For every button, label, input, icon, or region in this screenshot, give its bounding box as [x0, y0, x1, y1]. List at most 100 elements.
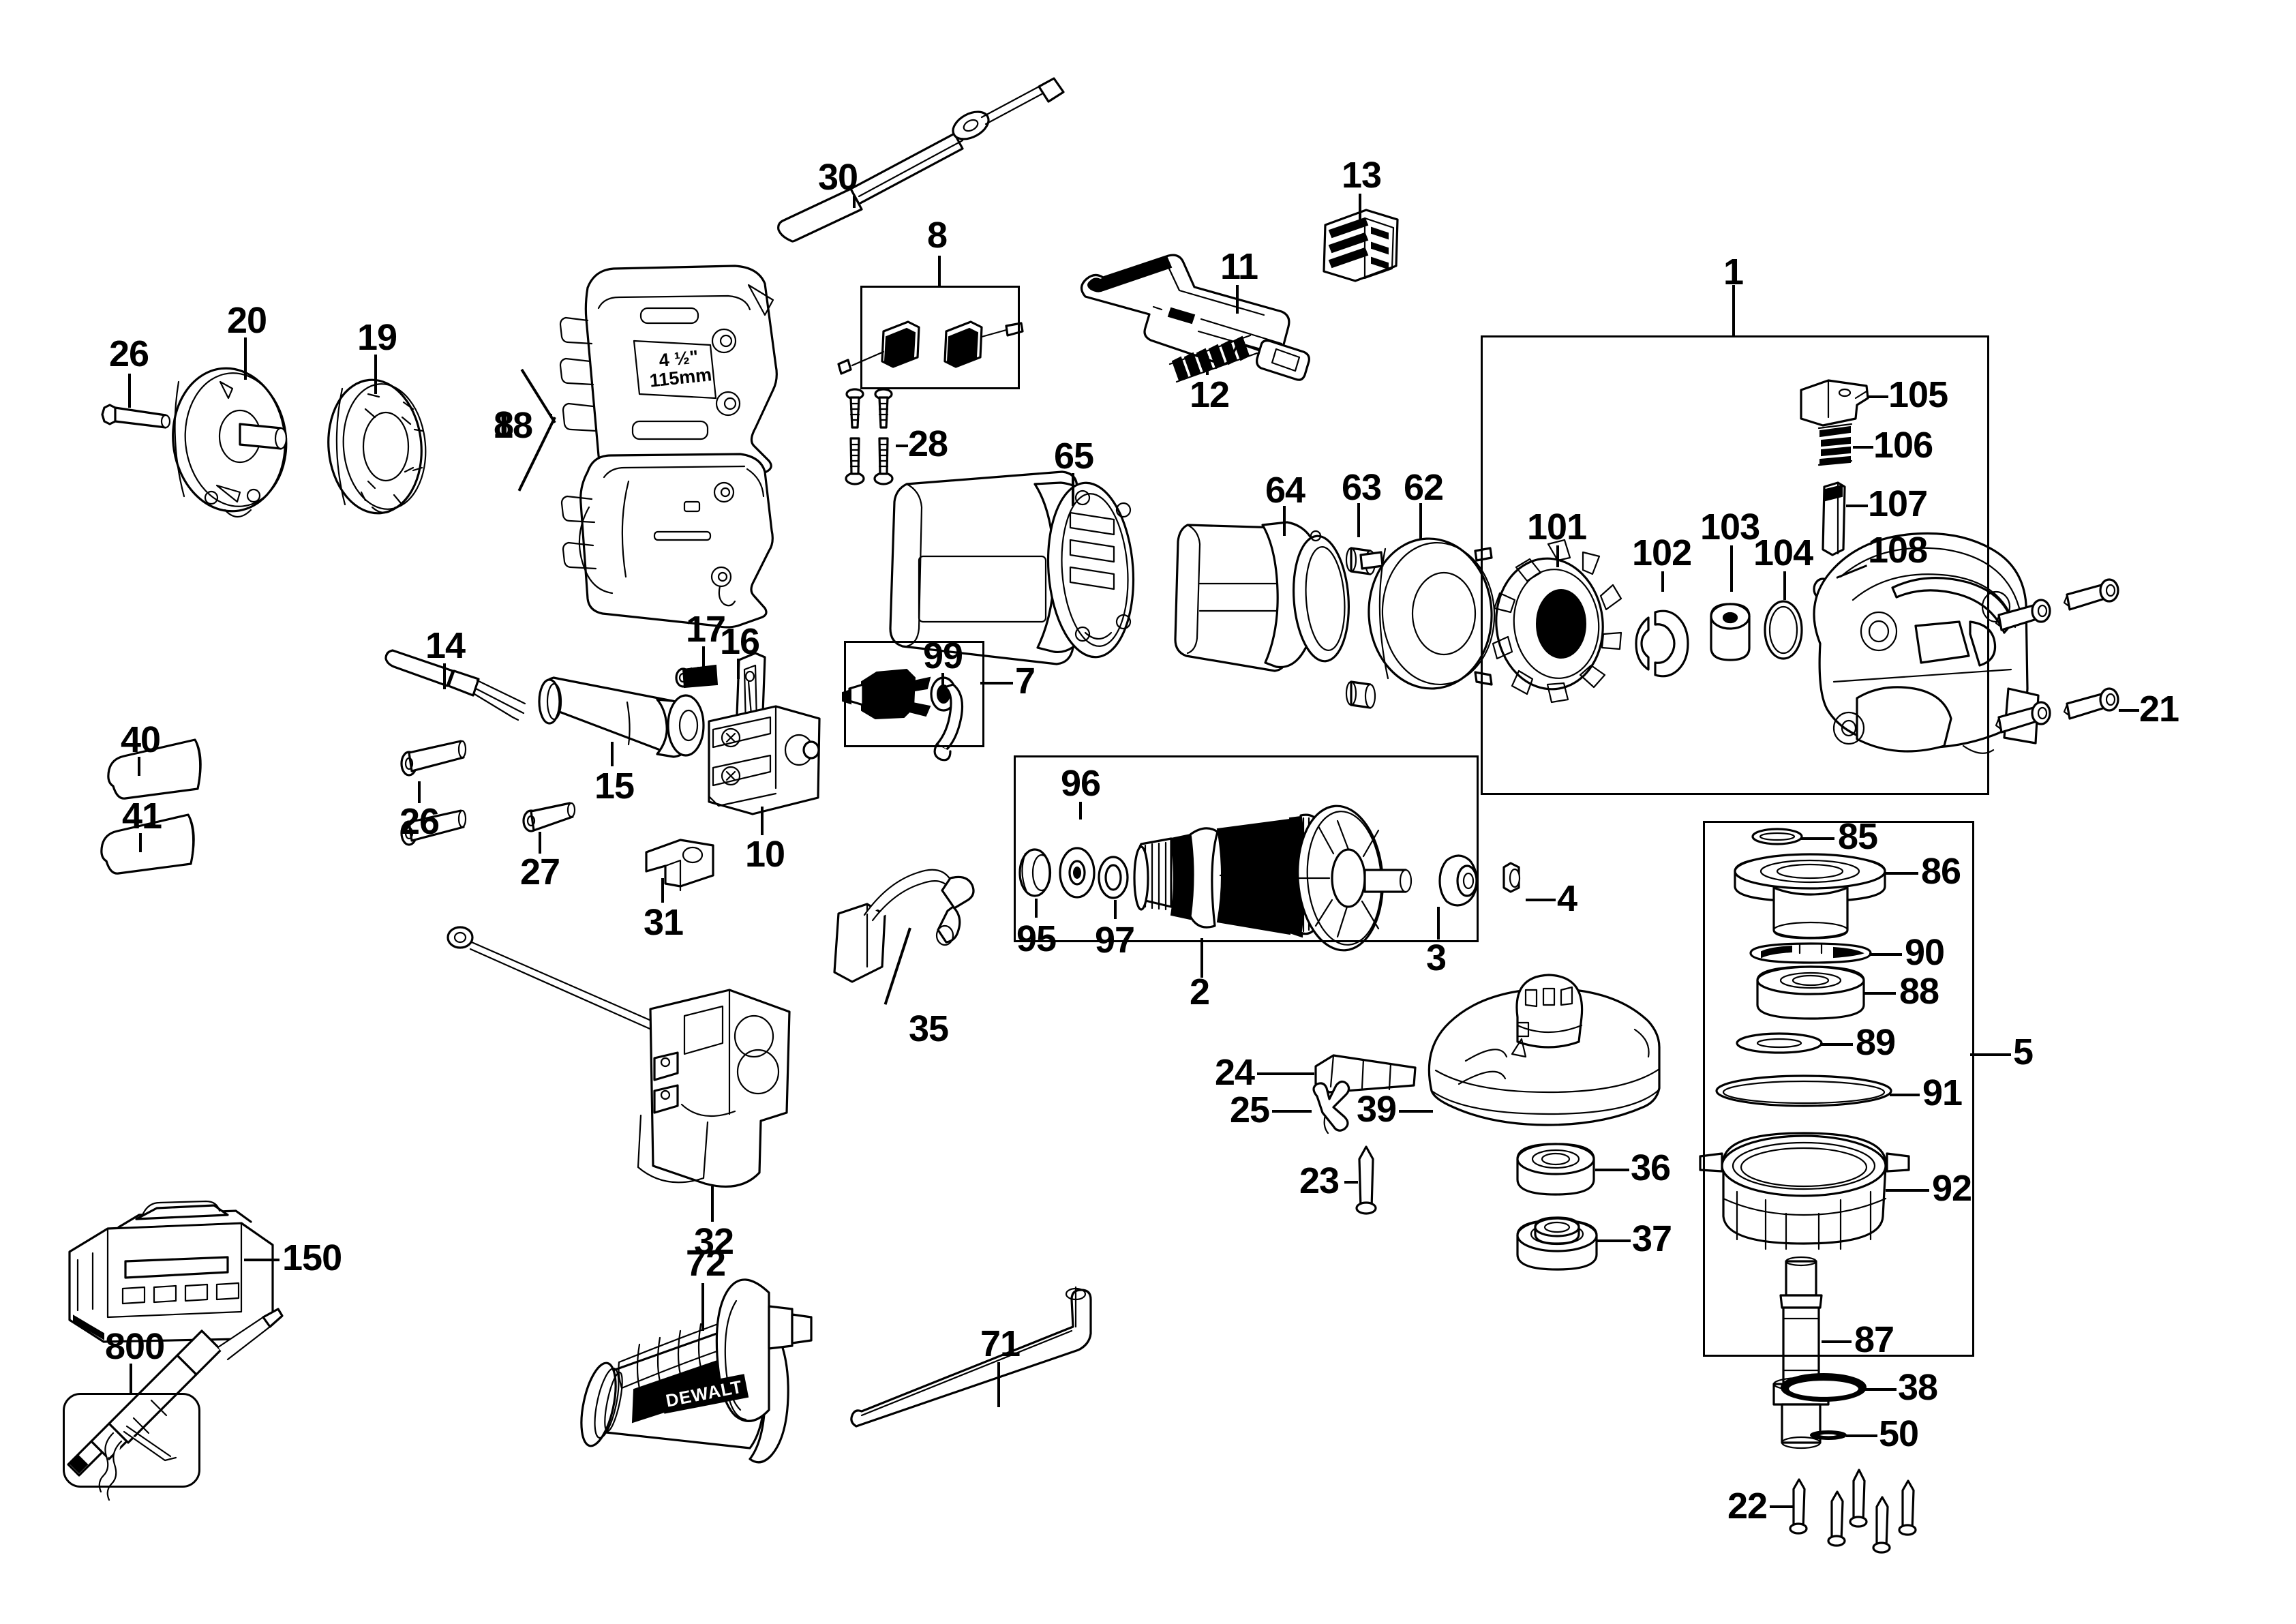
part-10-switch-block — [708, 705, 821, 815]
screw-b — [874, 388, 893, 429]
callout-90: 90 — [1905, 932, 1945, 973]
callout-26-mid: 26 — [399, 801, 440, 842]
callout-4: 4 — [1557, 878, 1577, 919]
leader-3 — [1437, 907, 1440, 939]
callout-41: 41 — [122, 796, 162, 837]
leader-41 — [139, 833, 142, 852]
leader-37 — [1597, 1239, 1631, 1242]
leader-91 — [1890, 1094, 1920, 1096]
callout-14: 14 — [425, 625, 466, 666]
part-96-washer — [1059, 847, 1096, 899]
leader-4 — [1526, 899, 1556, 901]
callout-28: 28 — [908, 423, 948, 464]
leader-5 — [1970, 1053, 2011, 1056]
part-17-screw — [675, 664, 719, 689]
part-27-screw — [522, 802, 576, 832]
part-38-oring — [1781, 1373, 1867, 1402]
part-71-allen-wrench — [850, 1286, 1092, 1428]
callout-87: 87 — [1854, 1319, 1894, 1360]
callout-85: 85 — [1838, 816, 1878, 857]
leader-88 — [1863, 992, 1896, 995]
callout-63: 63 — [1342, 467, 1382, 508]
leader-103 — [1730, 545, 1733, 592]
leader-50 — [1846, 1434, 1877, 1437]
group-box-7 — [844, 641, 984, 747]
callout-24: 24 — [1215, 1052, 1255, 1093]
part-37-flange-nut — [1516, 1216, 1598, 1271]
leader-12 — [1206, 356, 1209, 375]
leader-26-mid — [418, 781, 421, 803]
part-97-washer — [1098, 856, 1129, 899]
callout-19: 19 — [357, 317, 397, 358]
callout-86: 86 — [1921, 851, 1961, 892]
callout-89: 89 — [1856, 1022, 1896, 1063]
part-88-bearing — [1756, 965, 1865, 1020]
part-7-switch-assembly — [842, 668, 964, 762]
part-35-brush-holder — [833, 869, 975, 983]
part-30-power-cord — [777, 77, 1065, 243]
screw-a — [845, 388, 864, 429]
callout-20: 20 — [227, 300, 267, 341]
callout-30: 30 — [818, 157, 858, 198]
callout-150: 150 — [282, 1237, 342, 1278]
callout-92: 92 — [1932, 1168, 1972, 1209]
leader-23 — [1344, 1181, 1358, 1184]
leader-104 — [1783, 571, 1786, 600]
leader-64 — [1283, 506, 1286, 536]
part-26-pin-top — [101, 404, 171, 429]
screw-c — [845, 437, 865, 485]
part-15-grip-sleeve — [538, 676, 705, 758]
part-14-cable — [384, 649, 526, 721]
leader-15 — [611, 742, 614, 766]
leader-21 — [2119, 709, 2139, 712]
leader-22 — [1770, 1505, 1793, 1508]
part-92-gear-case-cover — [1699, 1132, 1910, 1250]
leader-86 — [1884, 872, 1918, 875]
leader-17 — [702, 646, 705, 667]
leader-71 — [997, 1362, 1000, 1407]
callout-16: 16 — [720, 621, 760, 662]
part-2-armature — [1133, 805, 1413, 952]
part-26-pins-mid — [400, 740, 467, 846]
leader-28 — [896, 445, 908, 447]
callout-2: 2 — [1190, 972, 1210, 1012]
part-3-bearing — [1438, 854, 1478, 907]
part-39-guard — [1428, 974, 1661, 1126]
leader-1 — [1732, 285, 1735, 335]
callout-96: 96 — [1061, 763, 1101, 804]
callout-50: 50 — [1879, 1413, 1919, 1454]
part-150-kit-box — [68, 1200, 274, 1343]
callout-1: 1 — [1723, 252, 1744, 292]
callout-21: 21 — [2139, 689, 2179, 730]
part-65-motor-housing — [889, 470, 1135, 665]
leader-24 — [1257, 1072, 1314, 1075]
leader-106 — [1853, 446, 1873, 449]
callout-108: 108 — [1868, 530, 1928, 571]
callout-23: 23 — [1299, 1160, 1340, 1201]
callout-32: 32 — [694, 1221, 734, 1262]
callout-39: 39 — [1357, 1089, 1397, 1130]
callout-107: 107 — [1868, 483, 1928, 524]
part-95-seal — [1018, 848, 1052, 897]
callout-25: 25 — [1230, 1089, 1270, 1130]
leader-13 — [1359, 194, 1361, 220]
group-box-800 — [63, 1393, 200, 1488]
leader-32 — [711, 1186, 714, 1222]
callout-40: 40 — [121, 719, 161, 760]
callout-10: 10 — [745, 834, 785, 875]
part-72-side-handle — [580, 1278, 813, 1464]
leader-90 — [1869, 953, 1902, 956]
leader-40 — [138, 757, 140, 776]
callout-8-box: 8 — [927, 215, 948, 256]
part-13-terminal-block — [1323, 209, 1399, 282]
leader-25 — [1272, 1110, 1312, 1113]
part-101-fan — [1492, 539, 1622, 704]
leader-38 — [1865, 1388, 1897, 1391]
group-box-1 — [1481, 335, 1989, 795]
leader-101 — [1556, 545, 1559, 567]
leader-36 — [1595, 1169, 1629, 1171]
part-103-washer — [1710, 603, 1751, 661]
callout-7: 7 — [1015, 661, 1036, 702]
leader-27 — [539, 832, 541, 854]
callout-64: 64 — [1265, 470, 1305, 511]
